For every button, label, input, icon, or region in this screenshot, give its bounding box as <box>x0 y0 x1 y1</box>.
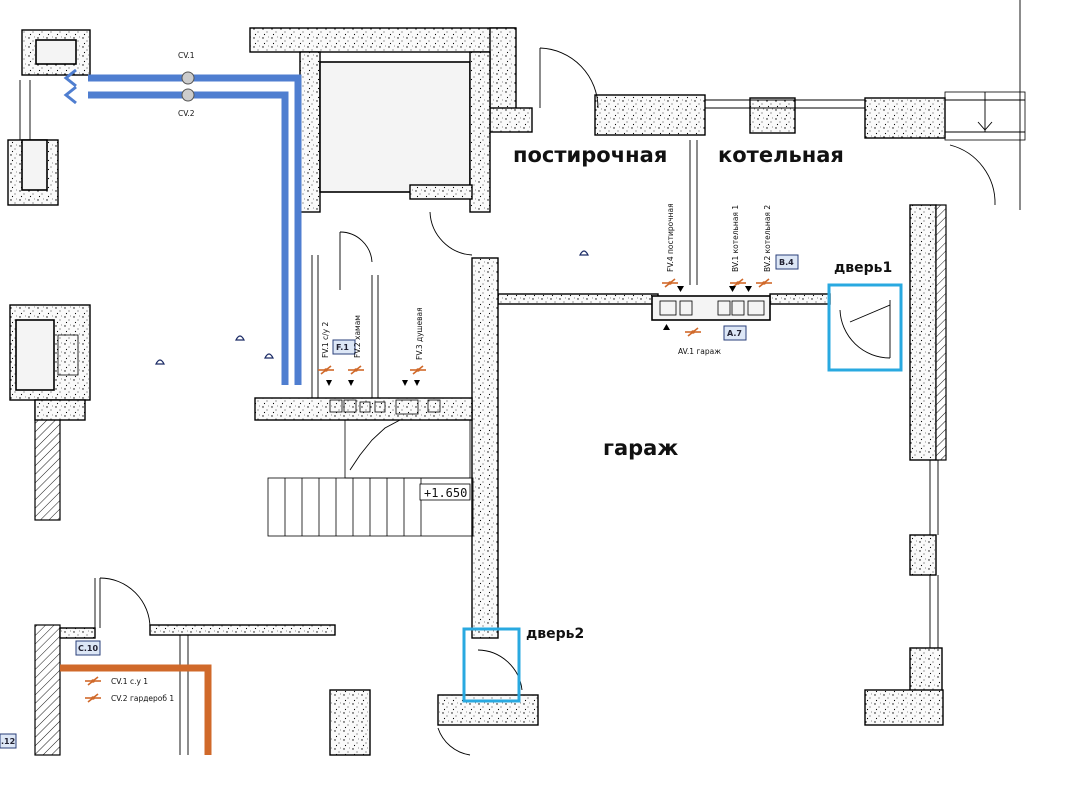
label-bv1: BV.1 котельная 1 <box>731 205 740 272</box>
tag-b4: B.4 <box>779 258 794 267</box>
tag-c10: C.10 <box>78 644 98 653</box>
door2-highlight <box>462 627 521 703</box>
level-mark: +1.650 <box>419 483 471 501</box>
blue-ducts <box>63 68 302 385</box>
valve-labels: CV.1 CV.2 FV.4 постирочная BV.1 котельна… <box>111 51 772 703</box>
room-label-kotelnaya: котельная <box>718 143 844 167</box>
label-fv2: FV.2 хамам <box>353 315 362 358</box>
label-bv2: BV.2 котельная 2 <box>763 205 772 272</box>
tag-a7: A.7 <box>727 329 742 338</box>
orange-ducts <box>60 664 212 755</box>
door-swings <box>99 47 996 756</box>
label-cv2-bottom: CV.2 гардероб 1 <box>111 694 174 703</box>
valves <box>84 71 773 703</box>
door1-highlight <box>827 283 903 372</box>
label-fv4: FV.4 постирочная <box>666 203 675 272</box>
label-cv1-bottom: CV.1 с.у 1 <box>111 677 148 686</box>
label-cv1-top: CV.1 <box>178 51 195 60</box>
label-cv2-top: CV.2 <box>178 109 195 118</box>
tags: B.4 A.7 F.1 C.10 .12 <box>0 254 799 749</box>
tag-f1: F.1 <box>336 343 349 352</box>
level-mark-text: +1.650 <box>424 486 467 500</box>
room-label-garazh: гараж <box>603 436 678 460</box>
room-label-postirochnaya: постирочная <box>513 143 667 167</box>
label-fv1: FV.1 с/у 2 <box>321 322 330 358</box>
tag-c12: .12 <box>1 737 15 746</box>
label-av1: AV.1 гараж <box>678 347 721 356</box>
door2-label: дверь2 <box>526 626 584 642</box>
door1-label: дверь1 <box>834 260 892 276</box>
label-fv3: FV.3 душевая <box>415 307 424 360</box>
walls <box>7 0 1026 756</box>
